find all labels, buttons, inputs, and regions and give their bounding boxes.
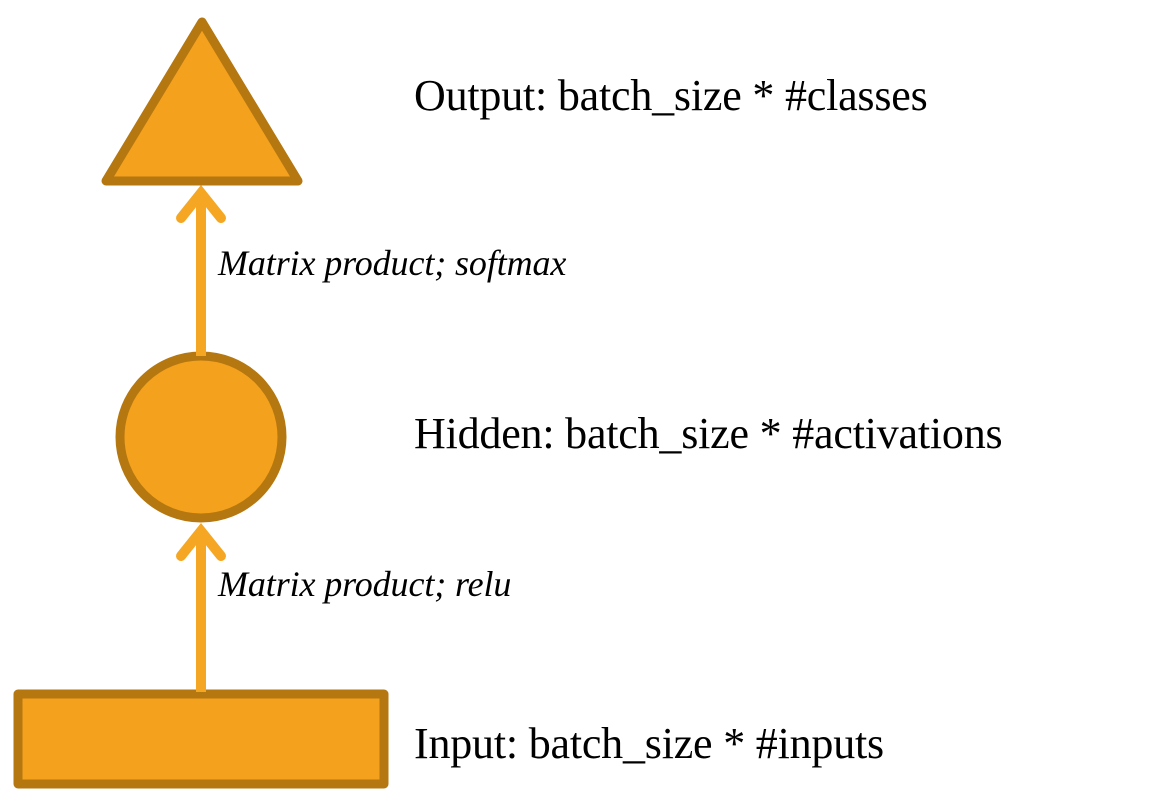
hidden-layer-label: Hidden: batch_size * #activations [414,409,1003,458]
edge-label-hidden-to-output: Matrix product; softmax [218,243,567,283]
hidden-node-circle[interactable] [115,351,287,523]
rectangle-node-icon[interactable] [13,689,389,789]
arrow-input-to-hidden [176,522,226,692]
input-layer-label: Input: batch_size * #inputs [414,719,884,768]
edge-label-input-to-hidden: Matrix product; relu [218,564,512,604]
circle-node-icon[interactable] [115,351,287,523]
output-layer-label: Output: batch_size * #classes [414,71,928,120]
arrow-hidden-to-output [176,184,226,356]
arrow-head [176,522,226,561]
output-node-triangle[interactable] [101,17,303,186]
triangle-node-icon[interactable] [101,17,303,186]
arrow-head [176,184,226,223]
input-node-rect[interactable] [13,689,389,789]
